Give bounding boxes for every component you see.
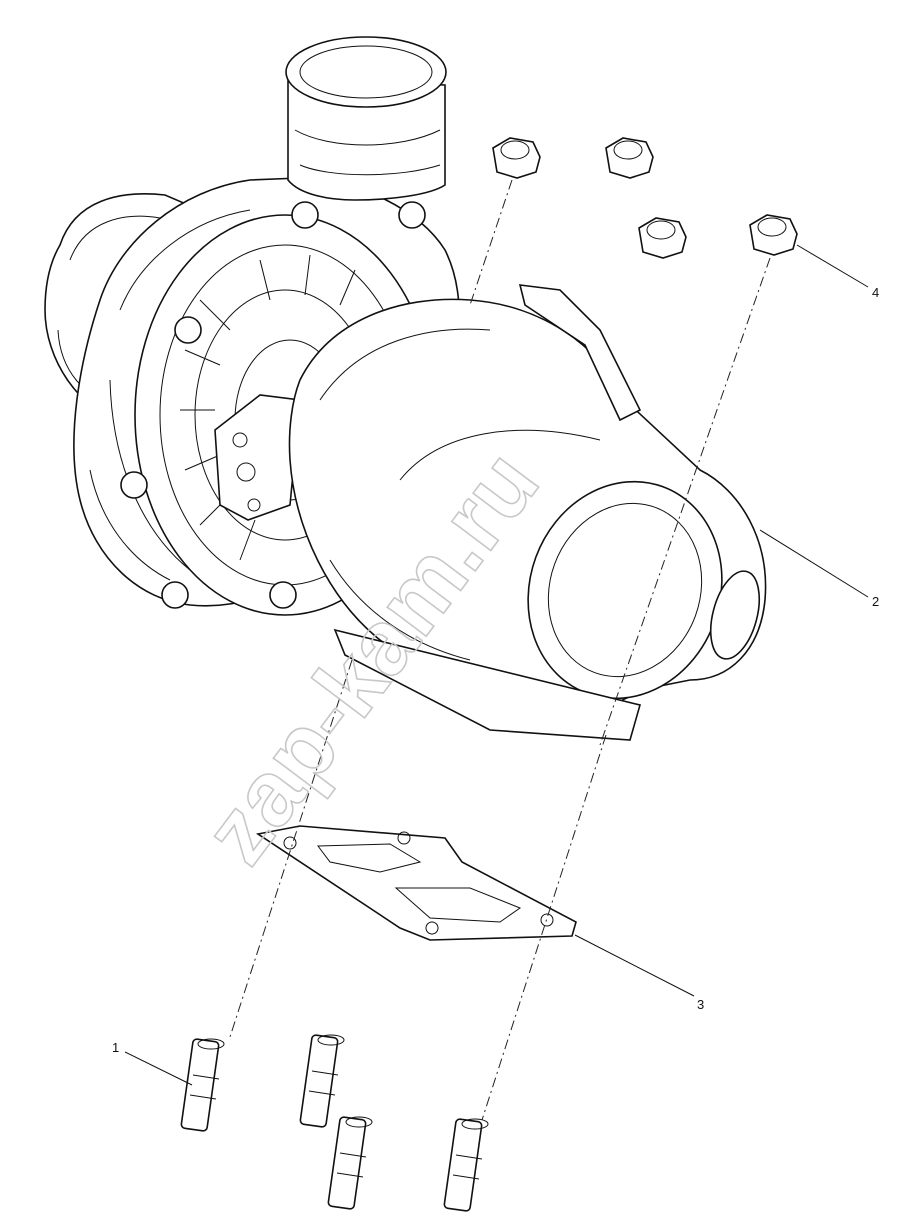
callout-2: 2 — [872, 594, 879, 609]
nut — [605, 137, 654, 179]
nut — [492, 137, 541, 179]
turbocharger — [44, 36, 767, 741]
nuts — [492, 137, 798, 259]
callout-1: 1 — [112, 1040, 119, 1055]
flange-bolts — [120, 201, 426, 609]
studs — [180, 1034, 489, 1212]
callout-3: 3 — [697, 997, 704, 1012]
nut — [749, 214, 798, 256]
nut — [638, 217, 687, 259]
callout-4: 4 — [872, 285, 879, 300]
stud — [180, 1038, 225, 1132]
stud — [299, 1034, 345, 1128]
gasket — [255, 825, 577, 941]
stud — [443, 1118, 489, 1212]
stud — [327, 1116, 373, 1210]
callouts: 1 2 3 4 — [112, 244, 879, 1086]
assembly-axes — [228, 179, 771, 1121]
